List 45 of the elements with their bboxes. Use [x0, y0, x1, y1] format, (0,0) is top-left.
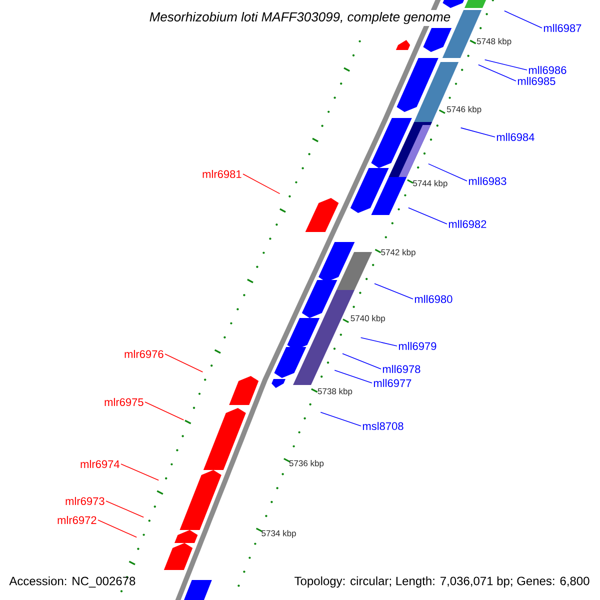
- tick-label: 5736 kbp: [289, 460, 324, 468]
- leader-line: [408, 207, 448, 224]
- gene-label: mlr6981: [202, 170, 242, 178]
- leader-line: [98, 520, 137, 538]
- gene-label: mll6983: [468, 176, 506, 186]
- leader-line: [460, 127, 496, 138]
- gene-label: mll6986: [528, 66, 566, 74]
- leader-line: [428, 163, 468, 182]
- leader-line: [484, 59, 528, 70]
- leader-line: [106, 500, 144, 518]
- gene-label: mll6977: [374, 378, 412, 388]
- leader-line: [504, 10, 542, 28]
- leader-line: [342, 353, 382, 370]
- gene-label: mll6978: [382, 364, 420, 374]
- leader-line: [360, 337, 398, 346]
- gene-label: mlr6973: [66, 496, 104, 506]
- tick-label: 5742 kbp: [381, 249, 416, 257]
- tick-label: 5740 kbp: [350, 315, 386, 323]
- leader-line: [120, 464, 159, 481]
- gene-label: mll6982: [448, 220, 486, 228]
- tick-label: 5744 kbp: [413, 180, 448, 188]
- leader-line: [334, 370, 372, 384]
- gene-label: mlr6975: [104, 398, 144, 406]
- tick-label: 5738 kbp: [318, 388, 352, 396]
- leader-line: [164, 354, 204, 372]
- leader-line: [374, 283, 414, 300]
- gene-label: mlr6976: [124, 350, 164, 358]
- tick-label: 5746 kbp: [446, 106, 482, 114]
- leader-line: [478, 64, 516, 82]
- tick-label: 5748 kbp: [476, 38, 512, 46]
- gene-label: mll6985: [518, 76, 556, 86]
- gene-label: mll6980: [414, 294, 452, 304]
- gene-label: mlr6972: [58, 516, 96, 524]
- gene-label: msl8708: [362, 422, 404, 430]
- gene-label: mll6987: [544, 24, 582, 32]
- genome-info-text: Topology: circular; Length: 7,036,071 bp; Genes: 6,800: [294, 576, 590, 588]
- gene-label: mll6984: [496, 132, 534, 142]
- title: Mesorhizobium loti MAFF303099, complete genome: [147, 10, 453, 26]
- tick-label: 5734 kbp: [262, 530, 296, 538]
- gene-label: mlr6974: [80, 460, 120, 468]
- leader-line: [144, 402, 184, 420]
- leader-line: [242, 174, 280, 194]
- gene-label: mll6979: [398, 342, 436, 350]
- accession-text: Accession: NC_002678: [9, 576, 136, 588]
- leader-line: [320, 412, 362, 426]
